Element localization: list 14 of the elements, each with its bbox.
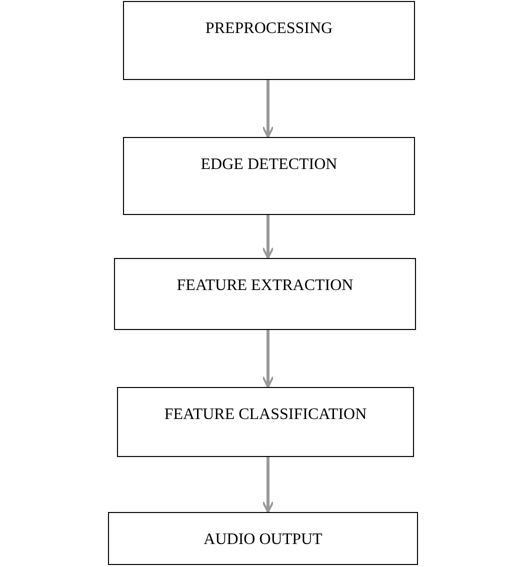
process-box: [117, 387, 414, 457]
arrow: [262, 330, 274, 388]
process-box: [123, 1, 415, 80]
step-label: FEATURE CLASSIFICATION: [164, 405, 367, 425]
process-box: [114, 258, 416, 330]
step-label: FEATURE EXTRACTION: [176, 276, 354, 296]
step-label: PREPROCESSING: [205, 19, 333, 39]
step-label: AUDIO OUTPUT: [204, 530, 322, 550]
process-box: [108, 512, 418, 565]
arrow: [262, 80, 274, 138]
step-label: EDGE DETECTION: [200, 155, 338, 175]
process-box: [123, 137, 415, 215]
arrow: [262, 457, 274, 513]
arrow: [262, 215, 274, 259]
